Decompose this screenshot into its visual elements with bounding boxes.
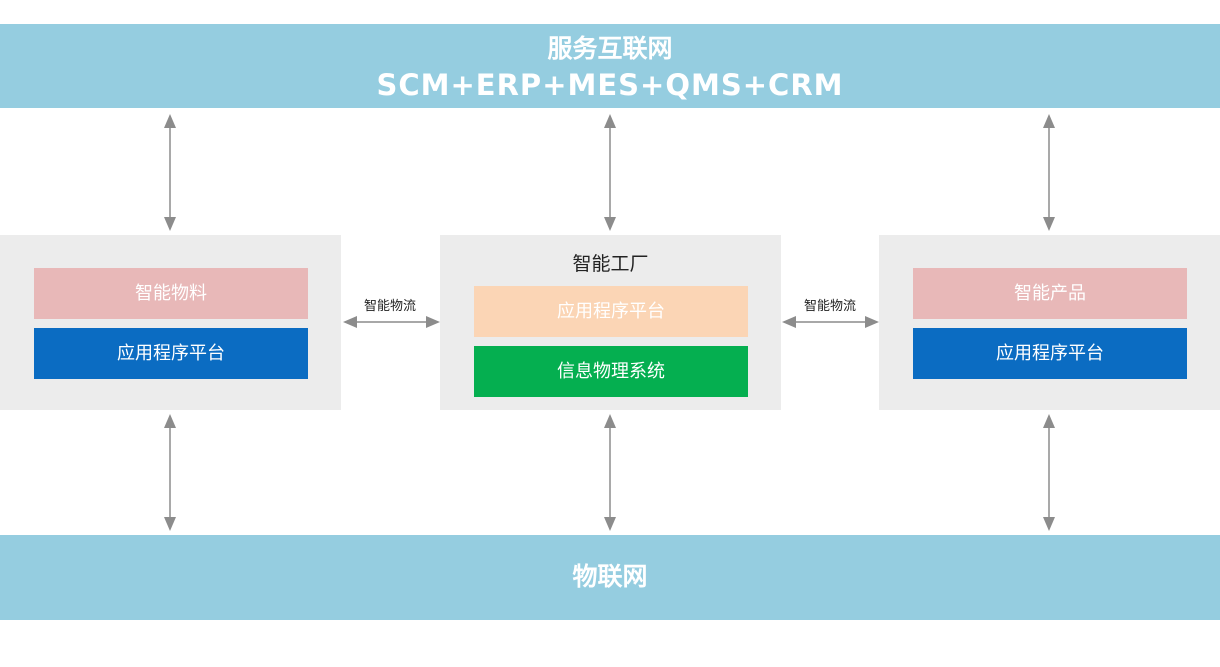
iot-title: 物联网 [572,562,648,591]
right-app-platform-box: 应用程序平台 [913,328,1187,379]
iot-band: 物联网 [0,535,1220,620]
right-logistics-label: 智能物流 [803,299,856,314]
smart-product-box: 智能产品 [913,268,1187,319]
service-internet-title: 服务互联网 [547,34,673,63]
service-internet-band: 服务互联网 SCM+ERP+MES+QMS+CRM [0,24,1220,108]
smart-material-panel: 智能物料 应用程序平台 [0,235,341,410]
service-internet-systems: SCM+ERP+MES+QMS+CRM [376,68,844,102]
smart-product-panel: 智能产品 应用程序平台 [879,235,1220,410]
center-app-platform-box: 应用程序平台 [474,286,748,337]
smart-material-box: 智能物料 [34,268,308,319]
left-app-platform-box: 应用程序平台 [34,328,308,379]
left-logistics-label: 智能物流 [363,299,416,314]
smart-factory-title: 智能工厂 [572,253,649,275]
cyber-physical-system-box: 信息物理系统 [474,346,748,397]
smart-factory-panel: 智能工厂 应用程序平台 信息物理系统 [440,235,781,410]
